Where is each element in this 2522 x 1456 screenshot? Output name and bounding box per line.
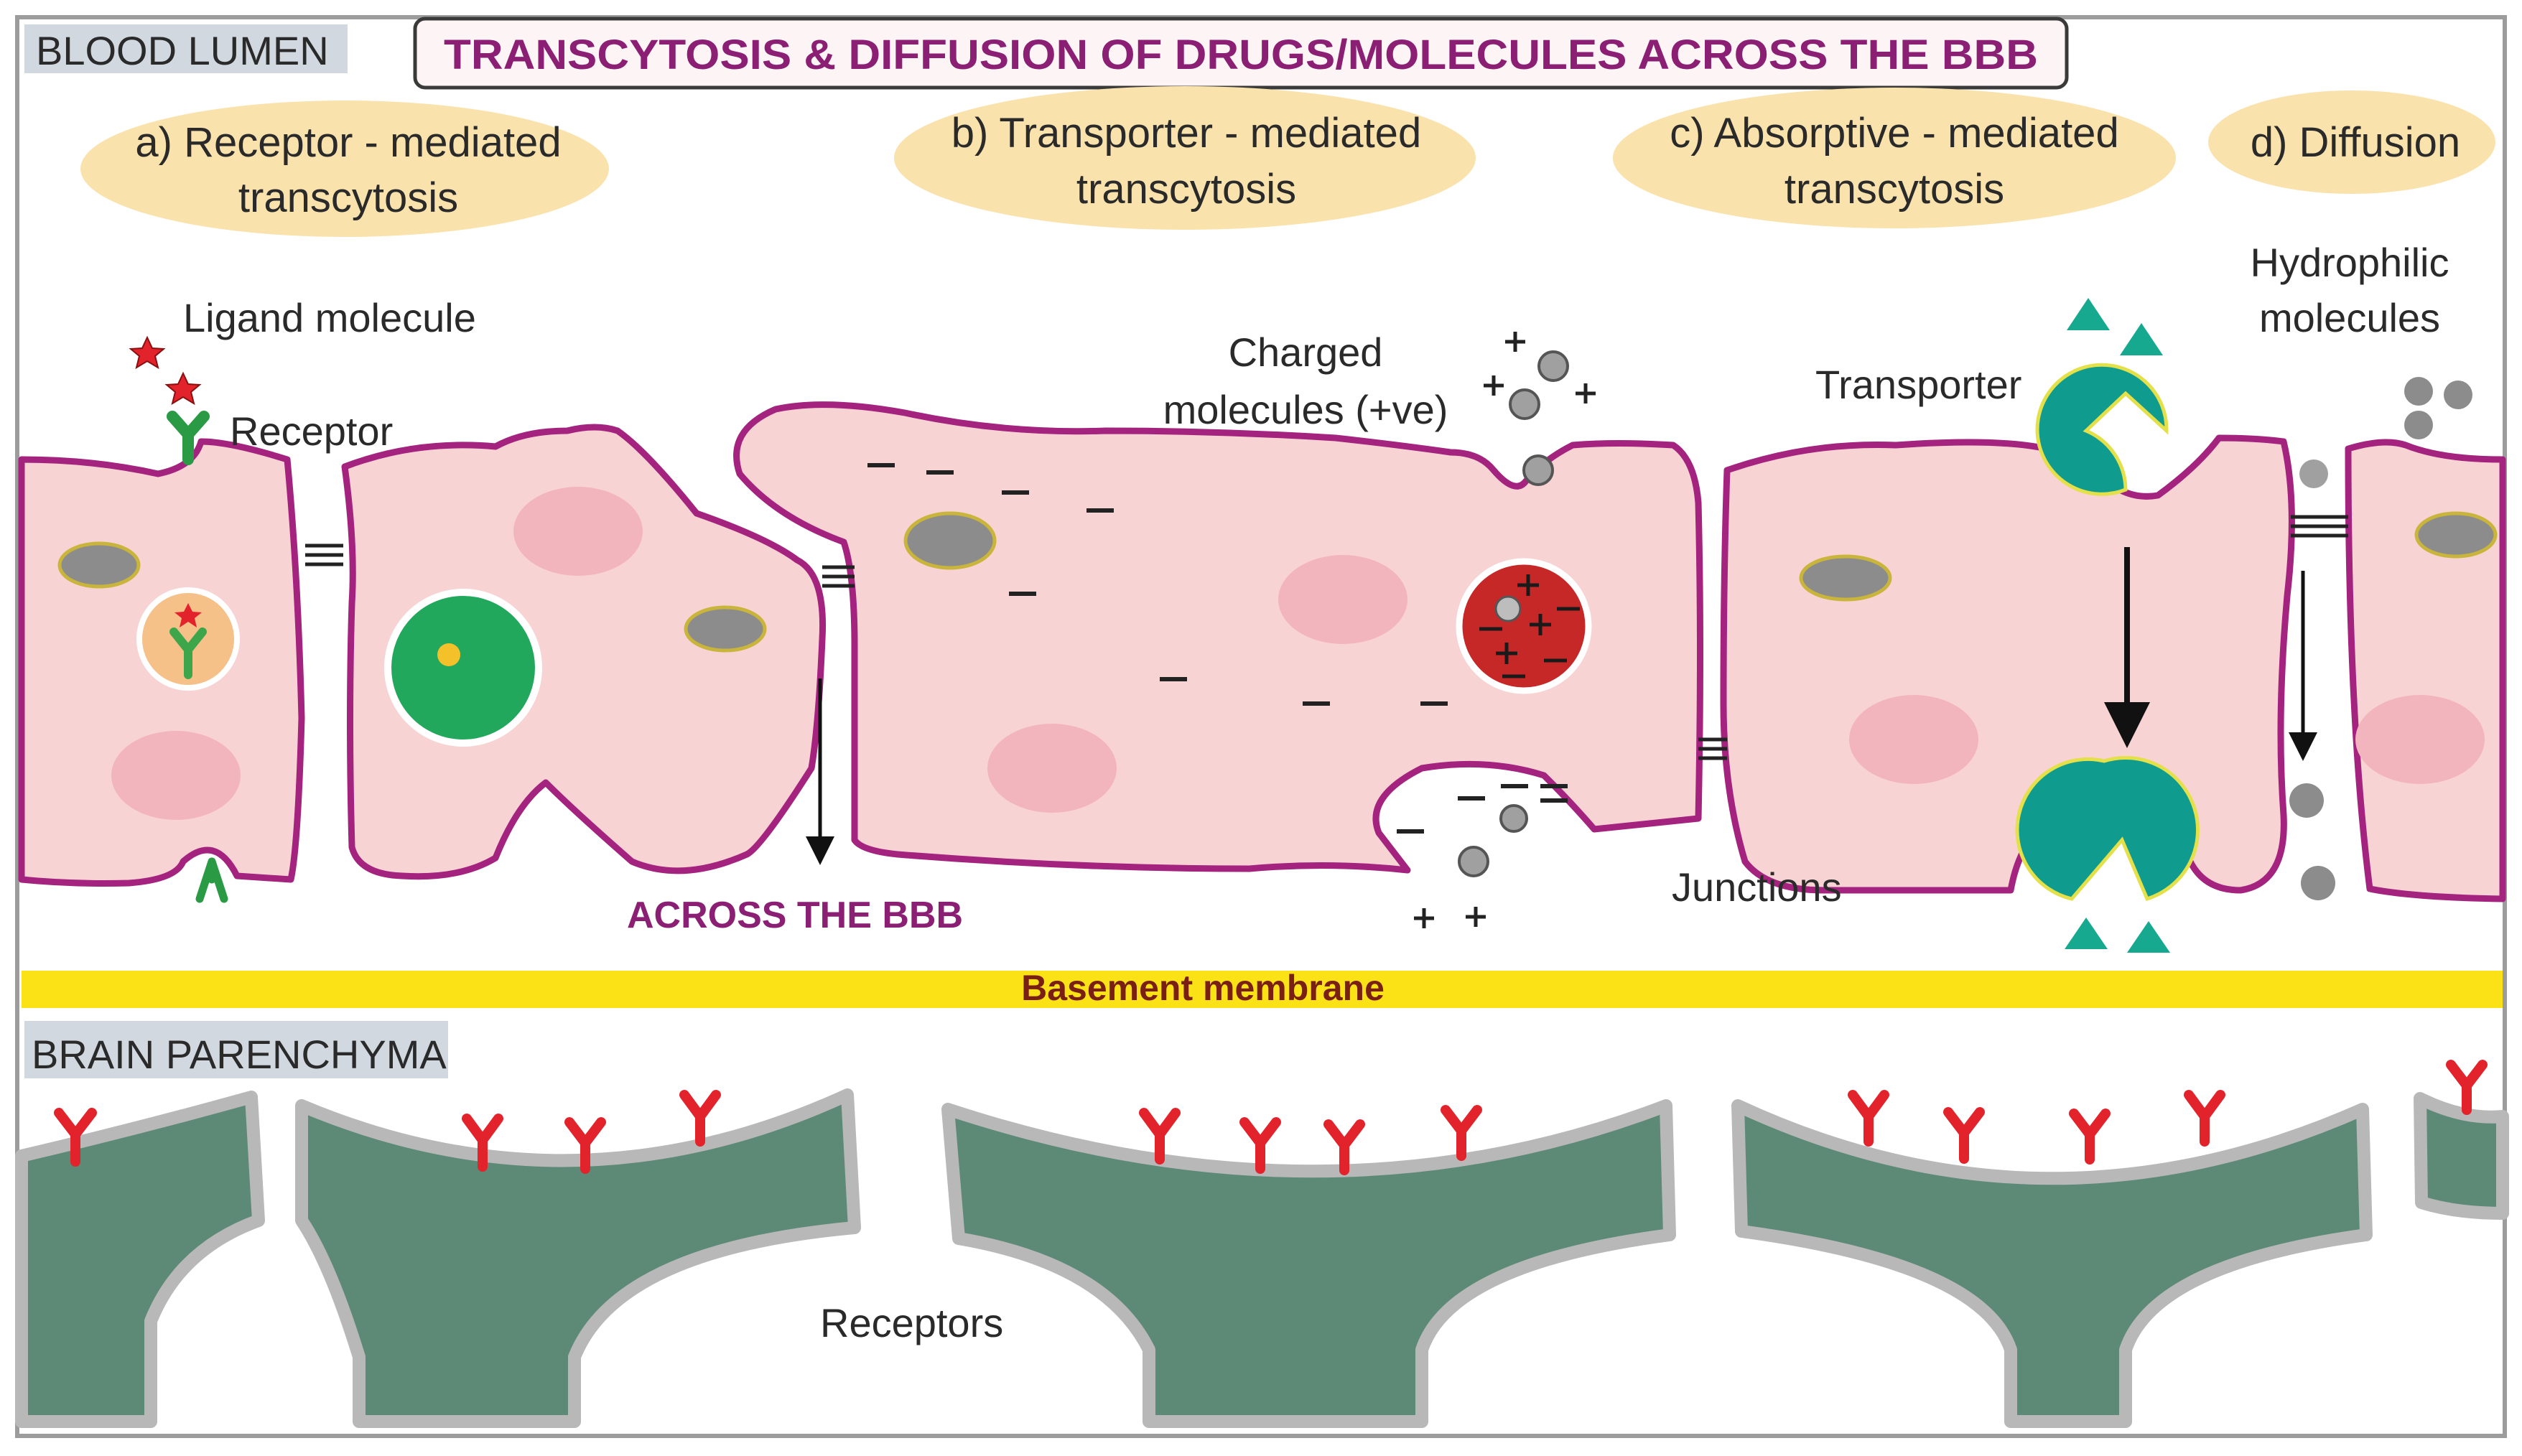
basement-membrane-label: Basement membrane <box>1021 968 1385 1008</box>
ligand-star-icon <box>175 603 202 627</box>
mechanism-c-line1: c) Absorptive - mediated <box>1670 110 2118 157</box>
mechanism-bubbles: a) Receptor - mediated transcytosis b) T… <box>80 86 2495 237</box>
endothelial-cell-4 <box>1720 434 2295 894</box>
red-receptor-icon <box>1239 1117 1281 1174</box>
mechanism-b-line2: transcytosis <box>1076 166 1296 213</box>
endothelial-cell-2 <box>341 424 827 880</box>
diffusion-elements <box>2289 377 2472 900</box>
mechanism-b-line1: b) Transporter - mediated <box>951 110 1421 157</box>
hydrophilic-label-line1: Hydrophilic <box>2251 240 2449 285</box>
bubble-a <box>80 101 609 237</box>
receptor-ligand-complex-icon <box>169 627 207 679</box>
minus-signs <box>867 463 1568 834</box>
astrocyte-2 <box>295 1088 861 1428</box>
parenchyma-receptors <box>54 1060 2488 1175</box>
transporter-elements <box>2015 298 2200 953</box>
nucleus <box>1799 554 1892 602</box>
red-receptor-icon <box>1139 1108 1181 1165</box>
cytoplasm-spots <box>111 487 2485 820</box>
astrocyte-3 <box>941 1099 1676 1428</box>
red-receptor-icon <box>2069 1109 2111 1165</box>
vesicle <box>136 587 240 691</box>
red-receptor-icon <box>54 1108 97 1167</box>
receptor-icon <box>167 411 210 465</box>
bubble-d <box>2208 90 2495 194</box>
brain-parenchyma-label: BRAIN PARENCHYMA <box>32 1032 447 1077</box>
red-receptor-icon <box>1323 1119 1365 1175</box>
transported-molecule-icon <box>2067 298 2110 330</box>
charged-label-line1: Charged <box>1229 330 1383 375</box>
receptor-label: Receptor <box>230 409 393 454</box>
mechanism-a-line2: transcytosis <box>238 174 458 221</box>
nucleus <box>57 541 141 589</box>
mechanism-d-line1: d) Diffusion <box>2251 119 2460 166</box>
ligand-star-icon <box>129 335 166 370</box>
endothelial-cells <box>18 401 2506 902</box>
mechanism-c-line2: transcytosis <box>1785 166 2004 213</box>
basement-membrane-bar <box>22 971 2503 1008</box>
green-vesicle <box>384 589 542 747</box>
red-receptor-icon <box>1943 1107 1985 1164</box>
transporter-icon <box>2035 363 2169 496</box>
charged-label-line2: molecules (+ve) <box>1163 387 1448 432</box>
nuclei <box>57 511 2498 653</box>
astrocyte-4 <box>1731 1099 2373 1428</box>
astrocyte-1 <box>15 1091 265 1428</box>
nucleus <box>2414 511 2498 559</box>
hydrophilic-label-line2: molecules <box>2259 295 2440 340</box>
ligand-molecule-label: Ligand molecule <box>183 295 476 340</box>
charged-vesicle <box>1456 558 1592 694</box>
junctions-label: Junctions <box>1672 864 1842 910</box>
receptors-label: Receptors <box>820 1300 1003 1345</box>
transported-molecule-icon <box>2065 918 2108 949</box>
endothelial-cell-5 <box>2345 439 2506 902</box>
absorptive-mediated-elements <box>867 332 1596 928</box>
red-receptor-icon <box>1441 1105 1482 1161</box>
red-receptor-icon <box>2184 1090 2225 1147</box>
mechanism-a-line1: a) Receptor - mediated <box>135 119 561 166</box>
astrocyte-5 <box>2414 1092 2509 1220</box>
red-receptor-icon <box>679 1090 721 1147</box>
receptor-icon <box>195 857 228 903</box>
nucleus <box>903 511 997 570</box>
astrocytes <box>15 1088 2509 1428</box>
blood-lumen-box <box>24 24 348 73</box>
red-receptor-icon <box>564 1117 606 1174</box>
bubble-b <box>894 86 1476 230</box>
page-title: TRANSCYTOSIS & DIFFUSION OF DRUGS/MOLECU… <box>444 32 2038 78</box>
brain-parenchyma-box <box>24 1021 448 1078</box>
transported-molecule-icon <box>2127 921 2170 953</box>
ligand-star-icon <box>164 371 202 406</box>
red-receptor-icon <box>462 1114 503 1172</box>
plus-signs <box>1414 332 1596 928</box>
red-receptor-icon <box>1848 1090 1889 1147</box>
transported-molecule-icon <box>2120 323 2163 355</box>
nucleus <box>684 605 767 653</box>
blood-lumen-label: BLOOD LUMEN <box>36 28 329 73</box>
receptor-mediated-elements <box>129 335 240 903</box>
tight-junctions <box>305 515 2348 760</box>
transporter-icon <box>2015 755 2200 902</box>
bubble-c <box>1613 88 2176 228</box>
red-receptor-icon <box>2446 1060 2488 1115</box>
across-bbb-label: ACROSS THE BBB <box>627 895 963 936</box>
transporter-label: Transporter <box>1815 362 2021 407</box>
